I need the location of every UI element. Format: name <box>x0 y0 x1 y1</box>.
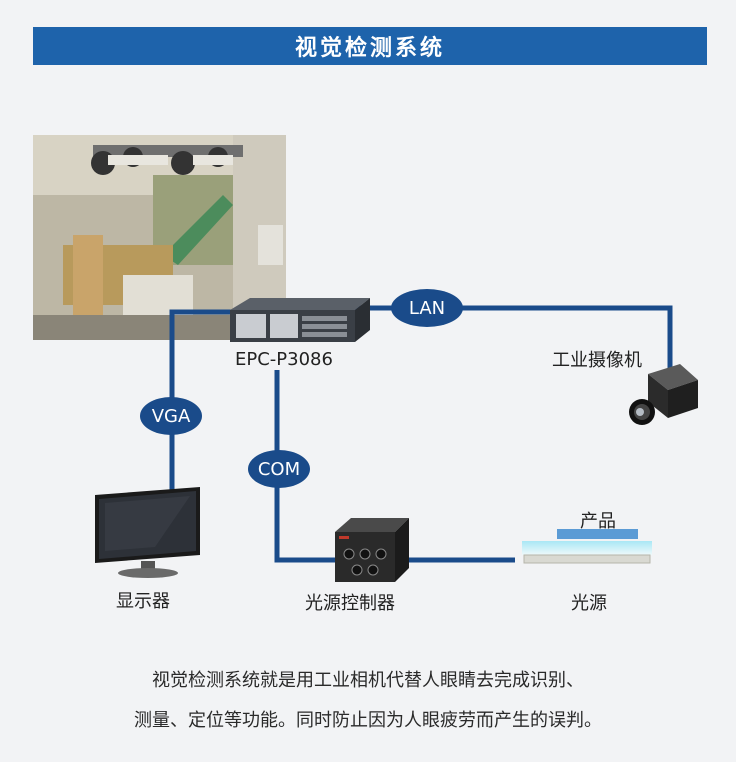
description-line-2: 测量、定位等功能。同时防止因为人眼疲劳而产生的误判。 <box>134 710 602 731</box>
light-label: 光源 <box>571 593 607 614</box>
monitor-icon <box>95 487 205 583</box>
vga-badge: VGA <box>140 397 202 435</box>
controller-label: 光源控制器 <box>305 593 395 614</box>
description-line-1: 视觉检测系统就是用工业相机代替人眼睛去完成识别、 <box>152 670 584 691</box>
monitor-label: 显示器 <box>116 591 170 612</box>
page-title: 视觉检测系统 <box>33 27 707 65</box>
camera-icon <box>628 362 700 438</box>
lan-badge: LAN <box>391 289 463 327</box>
product-bar <box>557 529 638 539</box>
light-source-icon <box>522 541 652 569</box>
epc-label: EPC-P3086 <box>235 349 333 370</box>
com-badge: COM <box>248 450 310 488</box>
epc-computer <box>230 298 370 348</box>
com-wire <box>274 370 336 563</box>
factory-photo <box>33 135 286 340</box>
light-controller-icon <box>335 518 409 588</box>
product-label: 产品 <box>580 511 616 532</box>
camera-label: 工业摄像机 <box>552 350 642 371</box>
